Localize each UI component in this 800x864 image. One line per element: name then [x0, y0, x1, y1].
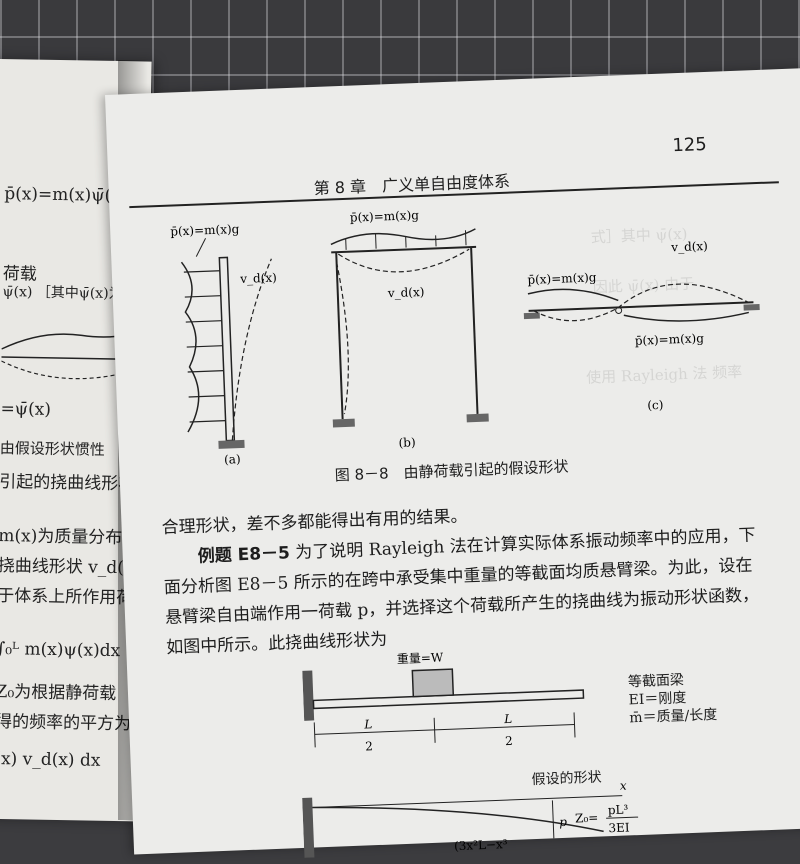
half-length-1: L: [363, 717, 373, 731]
left-line: 得的频率的平方为: [0, 707, 131, 734]
cantilever-diagram: 重量=W L 2 L 2: [302, 640, 636, 763]
z0-numerator: pL³: [608, 802, 629, 817]
fig-c-disp-label: v_d(x): [670, 239, 708, 254]
left-line: m(x)为质量分布: [0, 521, 123, 548]
left-line: Z₀为根据静荷载: [0, 677, 116, 704]
fig-a-tag: (a): [224, 452, 241, 467]
z0-denominator: 3EI: [608, 820, 630, 835]
left-line: p̄(x)=m(x)ψ̄(x: [4, 184, 121, 206]
example-label: 例题 E8－5: [197, 543, 290, 567]
load-p-label: p: [559, 815, 568, 829]
partial-formula: (3x²L−x³: [454, 837, 508, 853]
left-line: 挠曲线形状 v_d(x: [0, 551, 134, 578]
figure-8-8-c: v_d(x) p̄(x)=m(x)g p̄(x)=m(x)g (c): [520, 220, 772, 429]
beam-properties: 等截面梁 EI＝刚度 m̄＝质量/长度: [628, 670, 718, 727]
half-length-2: L: [503, 712, 513, 726]
fig-b-load-label: p̄(x)=m(x)g: [350, 208, 420, 225]
fig-a-disp-label: v_d(x): [239, 271, 277, 286]
left-line: ∫₀ᴸ m(x)ψ(x)dx: [0, 639, 120, 661]
left-line: (x) v_d(x) dx: [0, 749, 101, 771]
figure-8-8-a: p̄(x)=m(x)g v_d(x) (a): [160, 211, 339, 467]
assumed-shape-diagram: x p (3x²L−x³ Z₀= pL³ 3EI: [302, 774, 664, 858]
x-axis-label: x: [620, 778, 628, 792]
half-length-2-den: 2: [505, 734, 513, 748]
z0-label: Z₀=: [575, 811, 599, 826]
fig-c-load-bottom-label: p̄(x)=m(x)g: [635, 331, 705, 348]
fig-b-tag: (b): [398, 435, 416, 450]
mass-label: m̄＝质量/长度: [629, 706, 718, 727]
half-length-1-den: 2: [365, 739, 373, 753]
page-number: 125: [672, 134, 707, 156]
left-line: 于体系上所作用荷: [0, 581, 134, 608]
left-line: 由假设形状惯性: [0, 437, 105, 460]
fig-c-tag: (c): [647, 398, 664, 413]
fig-c-load-top-label: p̄(x)=m(x)g: [527, 270, 597, 287]
left-line: 引起的挠曲线形状: [0, 467, 135, 494]
figure-8-8-b: p̄(x)=m(x)g v_d(x) (b): [324, 197, 523, 454]
fig-a-load-label: p̄(x)=m(x)g: [170, 222, 240, 239]
figure-caption: 图 8－8 由静荷载引起的假设形状: [334, 455, 568, 485]
right-page: 式］其中 ψ̄(x) 因此 ψ̄(x) 由于 使用 Rayleigh 法 频率 …: [105, 67, 800, 855]
left-line: =ψ̄(x): [0, 399, 51, 420]
fig-b-disp-label: v_d(x): [387, 285, 425, 300]
weight-label: 重量=W: [397, 650, 445, 666]
